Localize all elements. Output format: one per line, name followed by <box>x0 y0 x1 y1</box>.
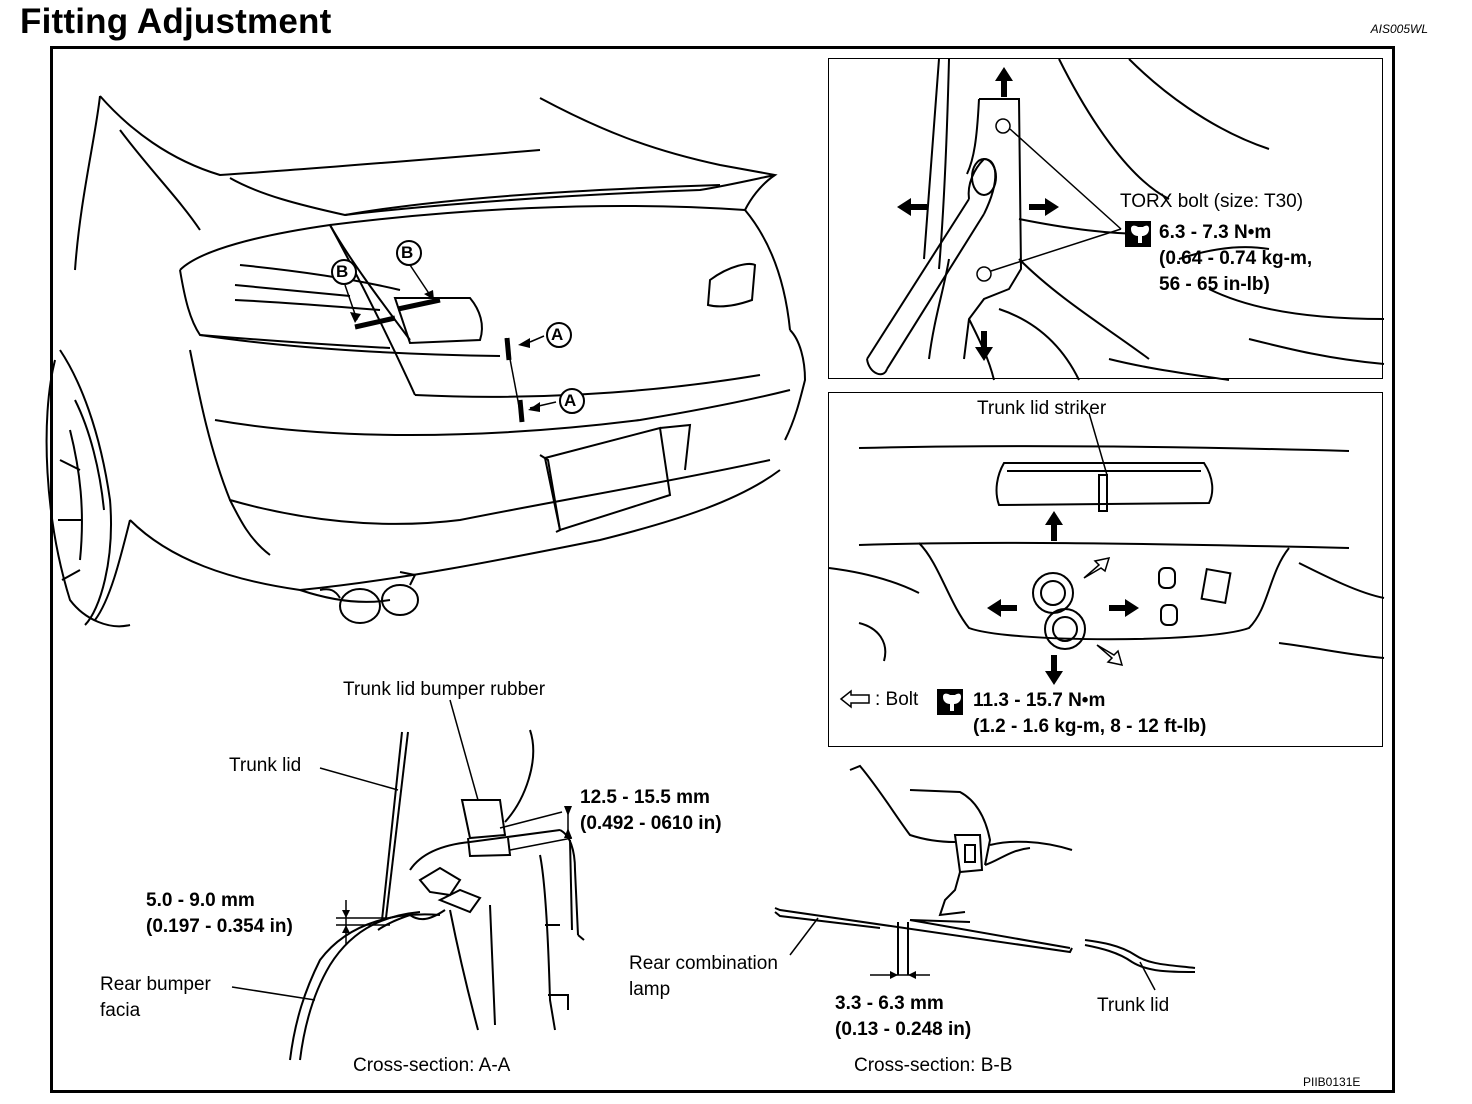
callout-b-right: B <box>401 243 414 262</box>
rear-bumper-label-line1: Rear bumper <box>100 974 211 995</box>
bolt-legend: : Bolt <box>875 689 919 710</box>
torx-bolt-label: TORX bolt (size: T30) <box>1120 191 1304 212</box>
callout-a-lower: A <box>564 391 577 410</box>
callout-b-left: B <box>336 262 349 281</box>
bumper-rubber-label: Trunk lid bumper rubber <box>343 679 546 700</box>
striker-illustration <box>828 412 1385 715</box>
diagram-frame <box>50 46 1395 1093</box>
striker-torque-kgm-ftlb: (1.2 - 1.6 kg-m, 8 - 12 ft-lb) <box>973 716 1207 737</box>
page-title: Fitting Adjustment <box>20 2 332 41</box>
striker-panel: Trunk lid striker : Bolt 11.3 - 15.7 N•m… <box>828 392 1385 747</box>
trunk-lid-label-bb: Trunk lid <box>1097 995 1170 1016</box>
gap-aa-lower-mm: 5.0 - 9.0 mm <box>146 890 255 911</box>
gap-bb-in: (0.13 - 0.248 in) <box>835 1019 972 1040</box>
striker-torque-nm: 11.3 - 15.7 N•m <box>973 690 1106 711</box>
gap-bb-mm: 3.3 - 6.3 mm <box>835 993 944 1014</box>
hinge-panel: TORX bolt (size: T30) 6.3 - 7.3 N•m (0.6… <box>828 58 1385 381</box>
rear-combination-lamp-line2: lamp <box>629 979 671 1000</box>
gap-aa-upper-in: (0.492 - 0610 in) <box>580 813 722 834</box>
figure-code-bottom: PIIB0131E <box>1303 1075 1361 1089</box>
gap-aa-upper-mm: 12.5 - 15.5 mm <box>580 787 710 808</box>
trunk-lid-label-aa: Trunk lid <box>229 755 302 776</box>
callout-a-upper: A <box>551 325 564 344</box>
rear-combination-lamp-line1: Rear combination <box>629 953 778 974</box>
rear-bumper-label-line2: facia <box>100 1000 141 1021</box>
hinge-torque-inlb: 56 - 65 in-lb) <box>1159 274 1270 295</box>
hinge-illustration <box>866 58 1385 381</box>
hinge-torque-nm: 6.3 - 7.3 N•m <box>1159 222 1272 243</box>
cross-section-bb-caption: Cross-section: B-B <box>854 1055 1013 1076</box>
cross-section-aa-caption: Cross-section: A-A <box>353 1055 511 1076</box>
gap-aa-lower-in: (0.197 - 0.354 in) <box>146 916 293 937</box>
striker-label: Trunk lid striker <box>977 398 1107 419</box>
figure-code-top: AIS005WL <box>1370 22 1428 36</box>
hinge-torque-kgm: (0.64 - 0.74 kg-m, <box>1159 248 1313 269</box>
